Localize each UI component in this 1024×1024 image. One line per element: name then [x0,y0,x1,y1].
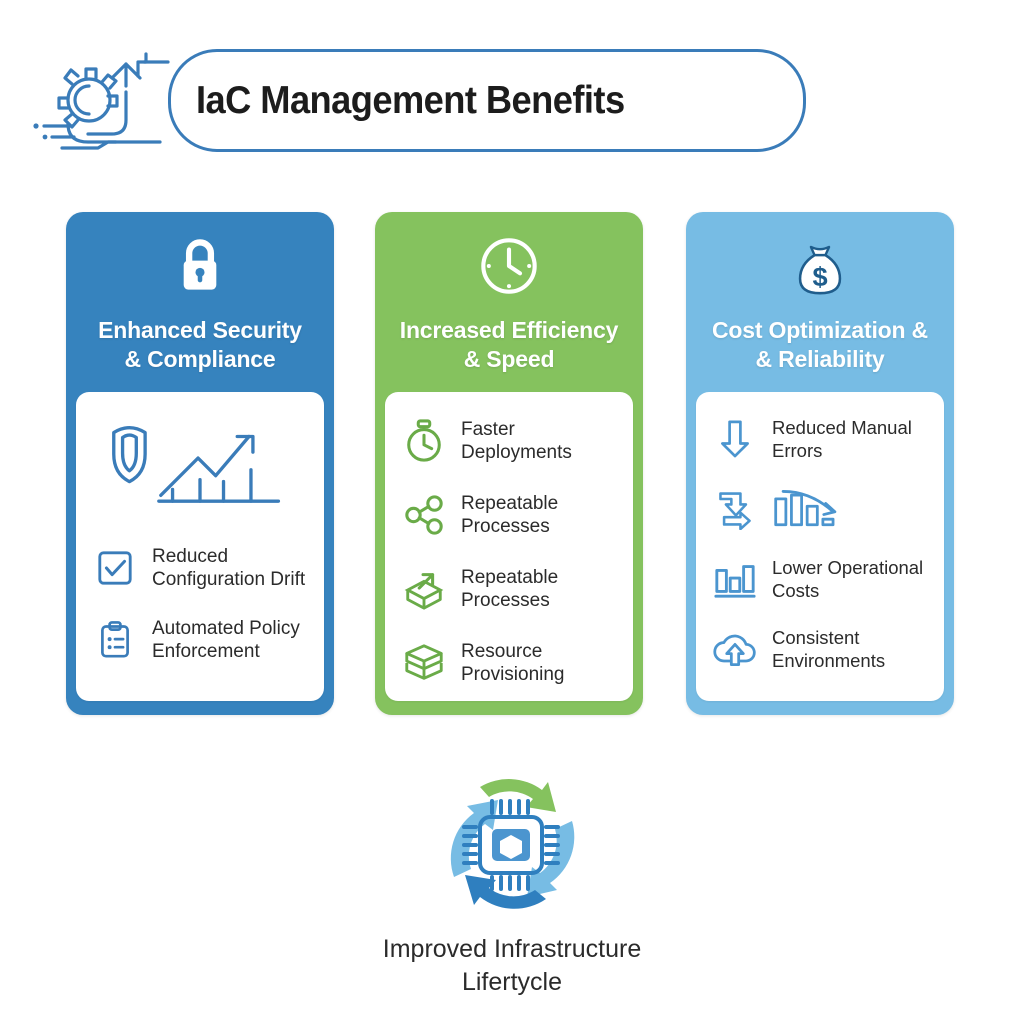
card-title: Cost Optimization & & Reliability [672,316,968,374]
bar-chart-icon [712,556,758,602]
item-line2: Configuration Drift [152,569,306,590]
card-header: Increased Efficiency & Speed [375,212,643,392]
cloud-upload-icon [712,626,758,672]
item-line2: Costs [772,580,820,601]
list-item[interactable]: Repeatable Processes [401,478,623,552]
clock-icon [375,230,643,302]
list-item-label: Resource Provisioning [461,640,565,686]
card-title-line1: Enhanced Security [98,317,302,343]
card-title-line1: Increased Efficiency [399,317,619,343]
bottom-section: Improved Infrastructure Lifertycle [0,755,1024,1015]
shield-growth-chart-illustration-icon [76,406,324,516]
header: IaC Management Benefits [0,0,1024,190]
gear-arrow-circuit-logo-icon [24,38,174,156]
item-line1: Automated Policy [152,618,300,639]
box-arrow-up-icon [401,566,447,612]
list-item-label: Lower Operational Costs [772,556,923,602]
share-nodes-icon [401,492,447,538]
list-item-label: Repeatable Processes [461,492,558,538]
stacked-layers-icon [401,640,447,686]
item-line2: Errors [772,440,823,461]
declining-bar-chart-icon [772,486,846,532]
item-line1: Resource [461,641,543,662]
benefit-cards-row: Enhanced Security & Compliance [0,212,1024,717]
item-line2: Environments [772,650,886,671]
list-item-label: Reduced Configuration Drift [152,545,305,591]
card-body: Reduced Manual Errors [696,392,944,701]
item-line1: Faster [461,419,515,440]
title-pill: IaC Management Benefits [168,49,806,152]
list-item[interactable]: Consistent Environments [712,614,934,684]
item-line2: Processes [461,516,550,537]
card-title-line1: Cost Optimization & [712,317,928,343]
list-item[interactable]: Repeatable Processes [401,552,623,626]
card-items: Reduced Configuration Drift [92,532,314,676]
item-line2: Processes [461,590,550,611]
card-body: Faster Deployments [385,392,633,701]
list-item[interactable]: Reduced Manual Errors [712,404,934,474]
checkbox-check-icon [92,545,138,591]
stopwatch-icon [401,418,447,464]
list-item-label: Reduced Manual Errors [772,416,912,462]
card-title-line2: & Compliance [124,346,276,372]
card-enhanced-security[interactable]: Enhanced Security & Compliance [66,212,334,715]
card-increased-efficiency[interactable]: Increased Efficiency & Speed [375,212,643,715]
list-item-label: Faster Deployments [461,418,572,464]
list-item-label: Consistent Environments [772,626,885,672]
list-item[interactable]: Faster Deployments [401,404,623,478]
item-line1: Repeatable [461,493,559,514]
card-items: Faster Deployments [401,404,623,700]
list-item[interactable]: Automated Policy Enforcement [92,604,314,676]
card-body: Reduced Configuration Drift [76,392,324,701]
cpu-chip-cycle-icon [422,765,602,925]
card-title-line2: & Speed [463,346,555,372]
card-items: Reduced Manual Errors [712,404,934,684]
list-item[interactable]: Reduced Configuration Drift [92,532,314,604]
clipboard-list-icon [92,617,138,663]
card-title: Increased Efficiency & Speed [361,316,657,374]
list-item-label: Automated Policy Enforcement [152,617,300,663]
arrow-down-right-icon [712,486,758,532]
item-line1: Reduced Manual [772,417,912,438]
svg-text:$: $ [812,261,827,292]
item-line2: Provisioning [461,664,565,685]
card-title: Enhanced Security & Compliance [52,316,348,374]
list-item[interactable]: Resource Provisioning [401,626,623,700]
lock-icon [66,230,334,302]
card-title-line2: & Reliability [755,346,885,372]
list-item-label: Repeatable Processes [461,566,558,612]
card-header: $ Cost Optimization & & Reliability [686,212,954,392]
item-line1: Lower Operational [772,557,924,578]
bottom-caption: Improved Infrastructure Lifertycle [0,933,1024,999]
bottom-caption-line2: Lifertycle [461,968,563,996]
item-line2: Enforcement [152,641,260,662]
list-item[interactable]: Lower Operational Costs [712,544,934,614]
item-line1: Repeatable [461,567,559,588]
item-line1: Consistent [772,627,860,648]
bottom-caption-line1: Improved Infrastructure [382,935,642,963]
page-title: IaC Management Benefits [196,78,625,122]
money-bag-icon: $ [686,230,954,302]
card-cost-optimization[interactable]: $ Cost Optimization & & Reliability [686,212,954,715]
arrow-down-icon [712,416,758,462]
item-line2: Deployments [461,442,572,463]
item-line1: Reduced [152,546,229,567]
card-header: Enhanced Security & Compliance [66,212,334,392]
list-item[interactable] [712,474,934,544]
